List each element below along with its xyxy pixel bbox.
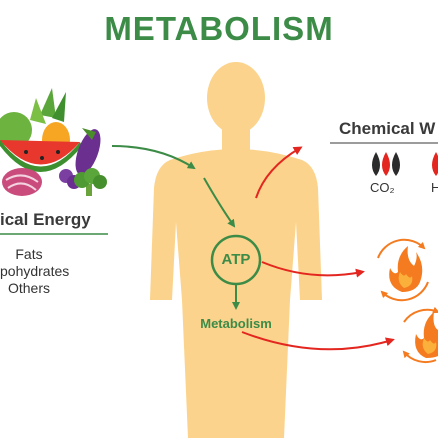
h-droplet-icon: [432, 152, 438, 176]
chemical-waste-heading: Chemical W: [339, 119, 436, 138]
chemical-energy-heading: ical Energy: [0, 210, 91, 229]
onion-icon: [2, 168, 42, 196]
list-item: Fats: [15, 246, 43, 262]
leaf-icon: [30, 98, 46, 124]
broccoli-icon: [74, 168, 107, 196]
atp-label: ATP: [221, 251, 251, 268]
heat-flame-icon-1: [377, 238, 429, 302]
apple-icon: [0, 112, 32, 148]
co2-label: CO₂: [370, 180, 395, 195]
food-to-body-arrow: [111, 145, 196, 170]
energy-sources-list: Fats pohydrates Others: [0, 246, 70, 297]
to-heat-arrow-1: [261, 261, 365, 278]
co2-droplets-icon: [372, 152, 400, 176]
to-chemical-waste-arrow: [255, 146, 303, 199]
atp-circle: [210, 234, 262, 286]
to-heat-arrow-2: [241, 331, 395, 351]
leaf-icon: [40, 88, 56, 118]
metabolism-label: Metabolism: [200, 316, 272, 331]
body-to-atp-arrow: [203, 177, 236, 228]
fruits-vegetables-illustration: [0, 88, 107, 196]
page-title: METABOLISM: [104, 10, 334, 47]
heat-flame-icon-2: [402, 306, 438, 363]
list-item: Others: [7, 280, 50, 296]
eggplant-icon: [75, 129, 101, 175]
list-item: pohydrates: [0, 263, 70, 279]
leaf-icon: [52, 92, 66, 122]
watermelon-icon: [0, 140, 80, 165]
h-label: H: [431, 180, 438, 195]
